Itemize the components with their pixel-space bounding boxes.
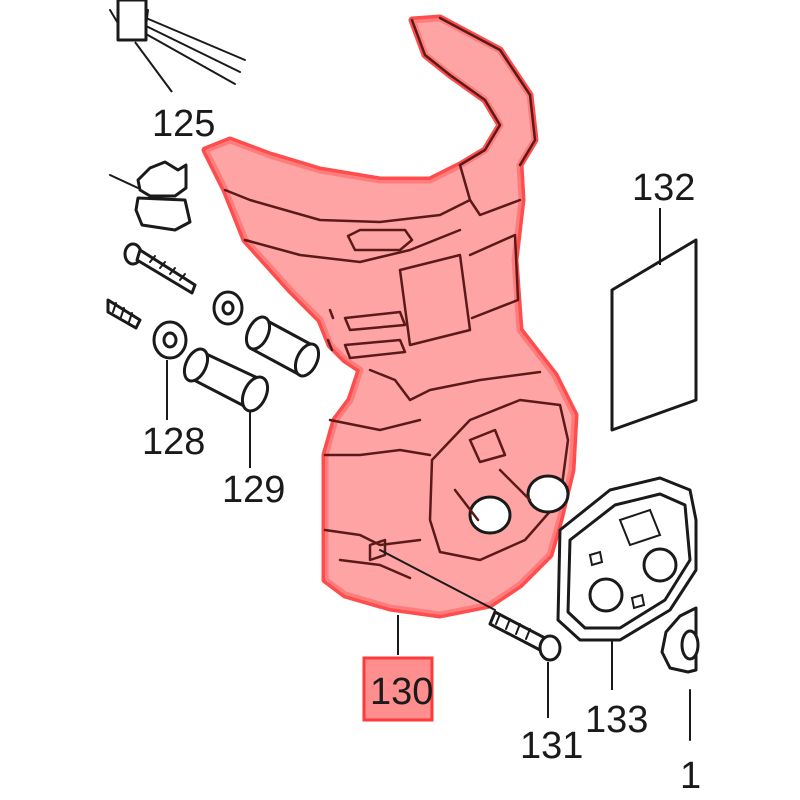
short-screw[interactable] — [106, 298, 142, 330]
label-130-highlight-box — [362, 656, 434, 722]
label-131: 131 — [520, 725, 583, 767]
label-130: 130 — [370, 671, 433, 713]
label-128: 128 — [142, 421, 205, 463]
part-128-washer[interactable] — [152, 320, 188, 420]
label-125: 125 — [152, 103, 215, 145]
label-133: 133 — [585, 699, 648, 741]
part-131-screw[interactable] — [379, 549, 562, 718]
part-132-label-sheet[interactable] — [610, 208, 698, 432]
bushing-upper[interactable] — [242, 313, 323, 379]
bracket-part[interactable] — [109, 160, 192, 232]
label-partial: 1 — [680, 755, 701, 797]
partial-part-right-edge[interactable] — [660, 606, 700, 741]
part-129-bushing[interactable] — [180, 345, 273, 468]
washer-upper[interactable] — [212, 290, 244, 326]
part-133-end-plate[interactable] — [556, 476, 698, 690]
long-screw[interactable] — [123, 242, 197, 295]
label-132: 132 — [632, 167, 695, 209]
part-130-housing-highlighted[interactable] — [201, 14, 579, 619]
part-125-connector[interactable] — [109, 0, 246, 93]
label-129: 129 — [222, 469, 285, 511]
